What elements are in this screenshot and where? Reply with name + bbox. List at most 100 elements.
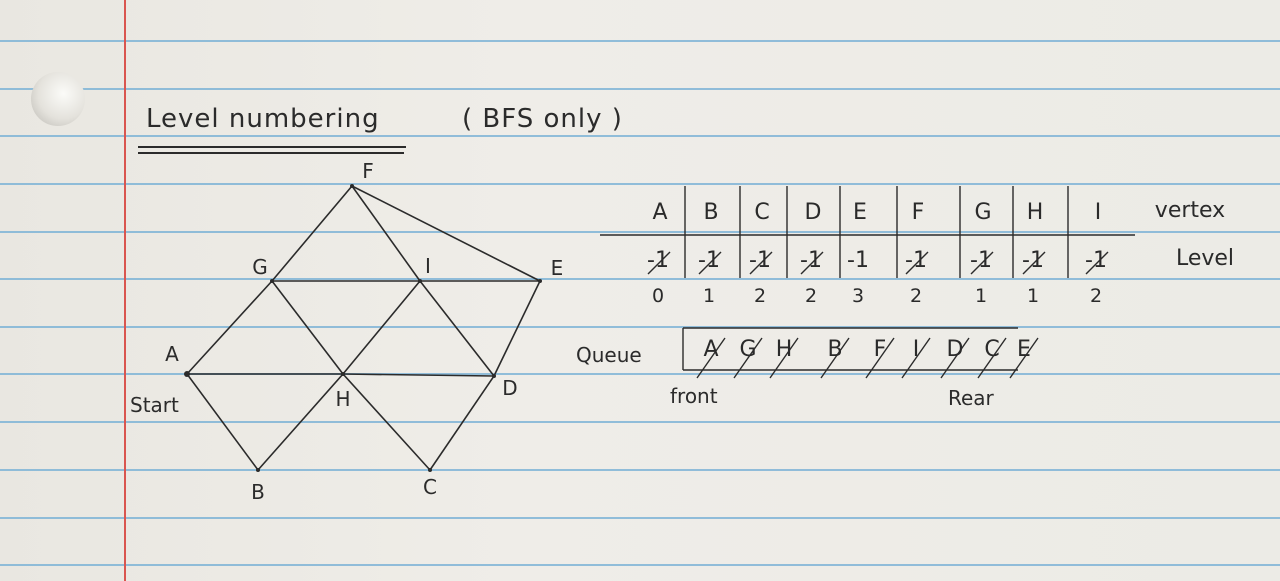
node-label-g: G — [252, 255, 268, 279]
table-final-level-cell: 2 — [909, 285, 923, 307]
table-vertex-cell: E — [853, 200, 867, 225]
ruled-line — [0, 469, 1280, 471]
edge-f-e — [351, 185, 541, 282]
table-vertex-cell: H — [1026, 200, 1044, 225]
queue-strike-mark — [696, 337, 726, 379]
queue-strike-mark — [820, 337, 850, 379]
strikethrough-mark — [1022, 251, 1046, 275]
node-label-i: I — [425, 254, 431, 278]
queue-strike-mark — [865, 337, 895, 379]
table-initial-level-cell: -1 — [905, 248, 927, 273]
queue-strike-mark — [901, 337, 931, 379]
queue-item: D — [946, 337, 964, 362]
table-final-level-cell: 2 — [753, 285, 767, 307]
table-final-level-cell: 3 — [851, 285, 865, 307]
node-h — [341, 372, 345, 376]
queue-item: F — [873, 337, 887, 362]
strikethrough-mark — [970, 251, 994, 275]
ruled-line — [0, 564, 1280, 566]
binder-hole — [31, 72, 85, 126]
queue-strike-mark — [977, 337, 1007, 379]
table-initial-level-cell: -1 — [749, 248, 771, 273]
table-final-level-cell: 1 — [1026, 285, 1040, 307]
ruled-line — [0, 278, 1280, 280]
node-label-f: F — [362, 159, 374, 183]
page-subtitle: ( BFS only ) — [462, 104, 623, 134]
queue-item: I — [912, 337, 920, 362]
page-title: Level numbering — [146, 104, 380, 134]
ruled-line — [0, 517, 1280, 519]
strikethrough-mark — [1085, 251, 1109, 275]
node-label-c: C — [423, 475, 437, 499]
start-label: Start — [130, 393, 179, 417]
node-label-d: D — [502, 376, 517, 400]
edge-a-b — [186, 373, 259, 471]
node-label-a: A — [165, 342, 179, 366]
strikethrough-mark — [698, 251, 722, 275]
edge-i-d — [419, 280, 495, 377]
node-b — [256, 468, 260, 472]
table-vertex-cell: F — [911, 200, 925, 225]
edge-h-c — [342, 373, 431, 471]
ruled-line — [0, 183, 1280, 185]
table-vertex-cell: D — [804, 200, 822, 225]
edge-f-g — [271, 185, 353, 282]
node-label-b: B — [251, 480, 265, 504]
node-label-h: H — [335, 387, 350, 411]
table-initial-level-cell: -1 — [800, 248, 822, 273]
strikethrough-mark — [905, 251, 929, 275]
table-initial-level-cell: -1 — [1085, 248, 1107, 273]
queue-strike-mark — [733, 337, 763, 379]
edge-c-d — [429, 375, 495, 471]
queue-item: A — [703, 337, 719, 362]
node-c — [428, 468, 432, 472]
queue-strike-mark — [1009, 337, 1039, 379]
level-row-label: Level — [1175, 246, 1235, 271]
queue-item: G — [739, 337, 757, 362]
edge-f-i — [351, 185, 421, 282]
table-final-level-cell: 2 — [804, 285, 818, 307]
table-initial-level-cell: -1 — [698, 248, 720, 273]
queue-item: H — [775, 337, 793, 362]
table-final-level-cell: 1 — [974, 285, 988, 307]
queue-label: Queue — [576, 343, 642, 367]
node-label-e: E — [551, 256, 564, 280]
vertex-row-label: vertex — [1154, 198, 1226, 223]
queue-rear-label: Rear — [948, 386, 994, 410]
queue-item: B — [827, 337, 843, 362]
table-initial-level-cell: -1 — [970, 248, 992, 273]
node-d — [492, 374, 496, 378]
table-final-level-cell: 1 — [702, 285, 716, 307]
strikethrough-mark — [800, 251, 824, 275]
ruled-line — [0, 231, 1280, 233]
table-initial-level-cell: -1 — [847, 248, 869, 273]
queue-item: E — [1017, 337, 1031, 362]
node-a — [184, 371, 190, 377]
node-f — [350, 184, 354, 188]
ruled-line — [0, 135, 1280, 137]
queue-front-label: front — [670, 384, 718, 408]
node-i — [418, 279, 422, 283]
title-underline-second — [138, 152, 404, 154]
table-final-level-cell: 0 — [651, 285, 665, 307]
edge-h-d — [342, 373, 495, 377]
table-final-level-cell: 2 — [1089, 285, 1103, 307]
table-vertex-cell: C — [754, 200, 770, 225]
table-vertex-cell: I — [1094, 200, 1102, 225]
ruled-line — [0, 373, 1280, 375]
ruled-line — [0, 40, 1280, 42]
margin-line — [124, 0, 126, 581]
title-underline — [138, 146, 406, 148]
node-g — [270, 279, 274, 283]
table-vertex-cell: A — [652, 200, 668, 225]
edge-e-d — [493, 280, 541, 377]
strikethrough-mark — [749, 251, 773, 275]
table-vertex-cell: G — [974, 200, 992, 225]
queue-strike-mark — [769, 337, 799, 379]
edge-g-a — [186, 280, 273, 375]
table-initial-level-cell: -1 — [1022, 248, 1044, 273]
queue-strike-mark — [940, 337, 970, 379]
edge-g-h — [271, 280, 344, 375]
